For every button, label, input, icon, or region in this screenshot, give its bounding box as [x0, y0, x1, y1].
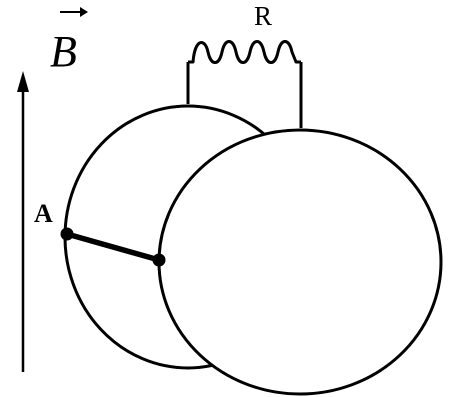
- point-a-label: A: [34, 199, 53, 228]
- conducting-rod: [60, 227, 166, 267]
- rod-end-dot: [152, 253, 166, 267]
- magnetic-field-label: B: [50, 7, 88, 76]
- vector-arrow-icon: [60, 7, 88, 17]
- resistor: [186, 40, 303, 128]
- resistor-label: R: [254, 1, 272, 31]
- magnetic-field-arrow: [17, 71, 29, 372]
- field-symbol: B: [50, 27, 77, 76]
- point-a-dot: [60, 227, 74, 241]
- front-circular-rail: [157, 128, 443, 396]
- resistor-zigzag: [188, 40, 301, 64]
